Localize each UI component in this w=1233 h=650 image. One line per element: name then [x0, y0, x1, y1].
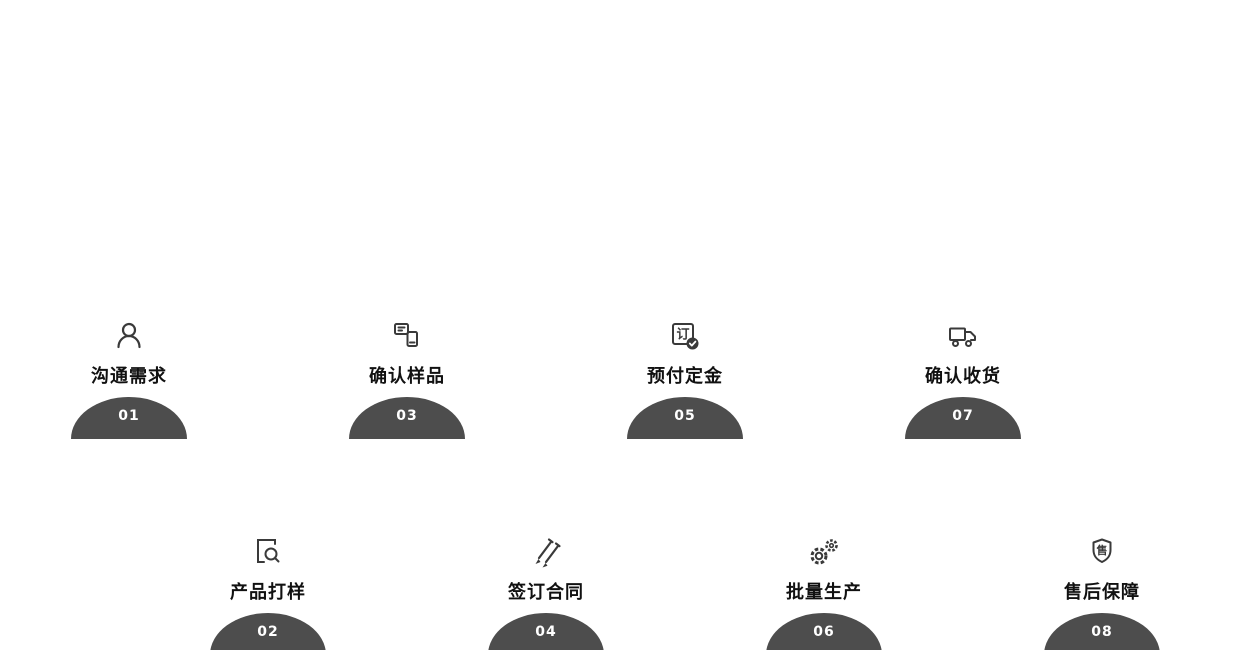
step-number-badge: 08 [1044, 613, 1160, 650]
step-05-prepay-deposit: 订 预付定金 05 [605, 318, 765, 439]
truck-icon [883, 318, 1043, 354]
step-number: 07 [952, 408, 974, 424]
step-07-confirm-receipt: 确认收货 07 [883, 318, 1043, 439]
step-06-mass-production: 批量生产 06 [744, 534, 904, 650]
step-label: 确认样品 [369, 366, 445, 387]
step-number: 08 [1091, 624, 1113, 640]
step-number: 01 [118, 408, 140, 424]
step-number-badge: 04 [488, 613, 604, 650]
shield-icon: 售 [1022, 534, 1182, 570]
step-label: 确认收货 [925, 366, 1001, 387]
step-number-badge: 05 [627, 397, 743, 439]
step-label: 签订合同 [508, 582, 584, 603]
step-number: 04 [535, 624, 557, 640]
user-icon [49, 318, 209, 354]
step-number-badge: 03 [349, 397, 465, 439]
step-number: 05 [674, 408, 696, 424]
step-03-confirm-sample: 确认样品 03 [327, 318, 487, 439]
step-04-sign-contract: 签订合同 04 [466, 534, 626, 650]
order-character: 订 [676, 327, 689, 343]
shield-character: 售 [1096, 543, 1108, 557]
step-01-communicate-needs: 沟通需求 01 [49, 318, 209, 439]
step-number-badge: 06 [766, 613, 882, 650]
step-label: 预付定金 [647, 366, 723, 387]
step-number: 03 [396, 408, 418, 424]
step-08-after-sales: 售 售后保障 08 [1022, 534, 1182, 650]
step-label: 售后保障 [1064, 582, 1140, 603]
document-search-icon [188, 534, 348, 570]
step-number-badge: 01 [71, 397, 187, 439]
order-check-icon: 订 [605, 318, 765, 354]
step-label: 沟通需求 [91, 366, 167, 387]
step-label: 批量生产 [786, 582, 862, 603]
step-number-badge: 02 [210, 613, 326, 650]
gears-icon [744, 534, 904, 570]
step-number-badge: 07 [905, 397, 1021, 439]
sample-devices-icon [327, 318, 487, 354]
step-02-product-sampling: 产品打样 02 [188, 534, 348, 650]
step-label: 产品打样 [230, 582, 306, 603]
step-number: 02 [257, 624, 279, 640]
pens-icon [466, 534, 626, 570]
step-number: 06 [813, 624, 835, 640]
